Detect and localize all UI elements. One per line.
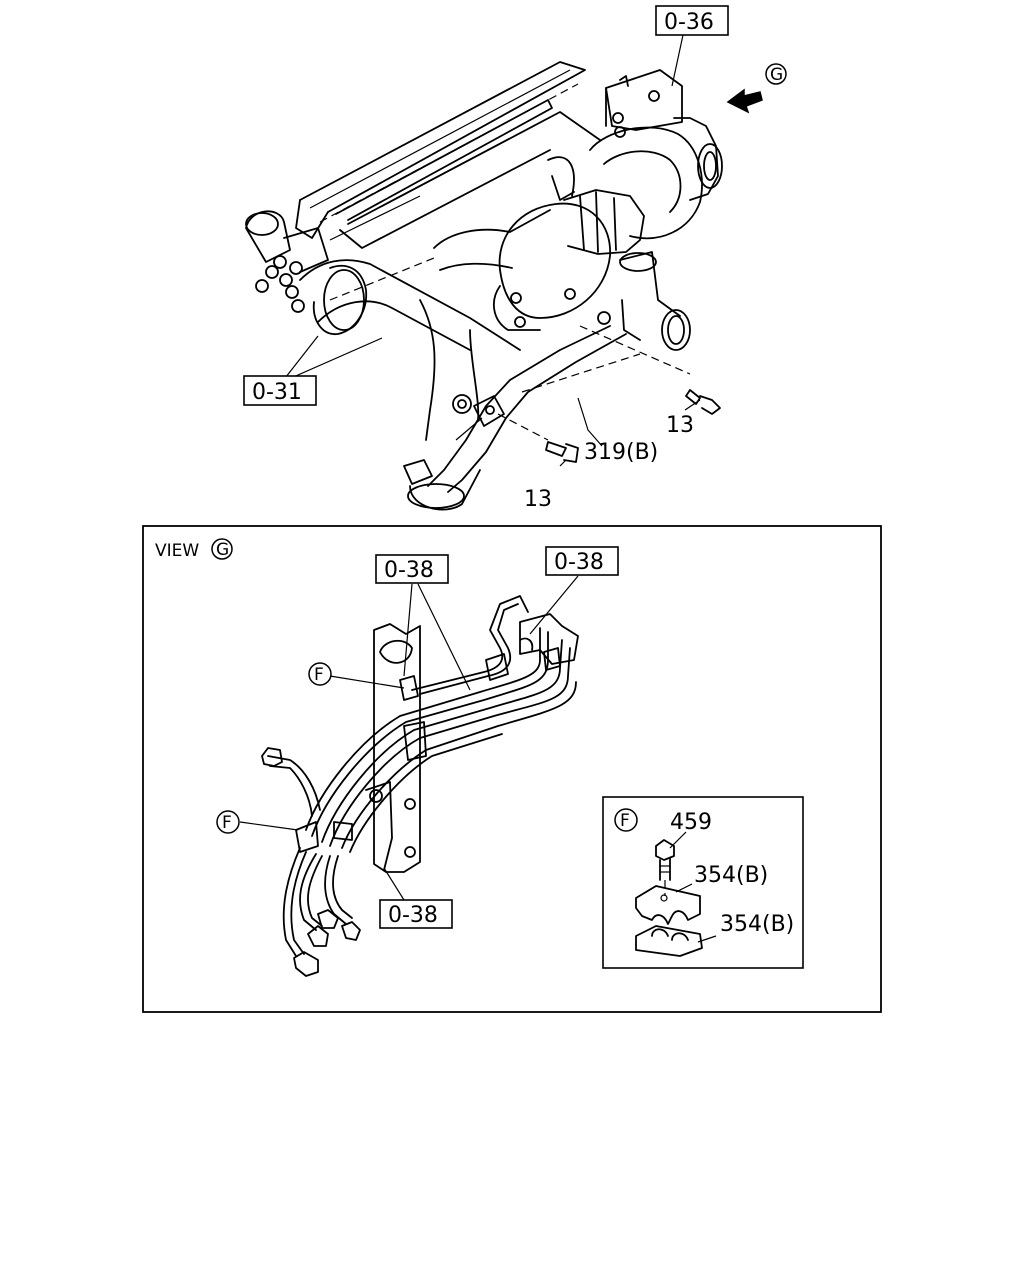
f-marker-upper: F <box>314 665 324 685</box>
bolt-13-bottom <box>545 441 579 463</box>
bolt-13-right <box>685 389 721 415</box>
fuel-pipe-assembly-drawing <box>239 575 579 977</box>
part-label-319b: 319(B) <box>584 440 658 465</box>
view-arrow-marker: G <box>770 65 783 85</box>
view-g-title: VIEW G <box>155 538 233 561</box>
ref-label-0-38-c: 0-38 <box>388 903 438 928</box>
part-label-354b-upper: 354(B) <box>694 863 768 888</box>
part-label-354b-lower: 354(B) <box>720 912 794 937</box>
ref-label-0-38-b: 0-38 <box>554 550 604 575</box>
ref-label-0-36: 0-36 <box>664 10 714 35</box>
part-label-13-bottom: 13 <box>524 487 552 512</box>
part-label-459: 459 <box>670 810 712 835</box>
view-g-frame <box>142 525 882 1013</box>
view-title-marker: G <box>216 540 229 560</box>
part-label-13-right: 13 <box>666 413 694 438</box>
f-marker-inset: F <box>620 811 630 831</box>
engine-assembly-drawing <box>245 34 723 511</box>
bolt-cluster <box>255 255 305 313</box>
f-marker-lower: F <box>222 813 232 833</box>
clamp-assembly-drawing <box>635 831 717 957</box>
view-direction-arrow: G <box>726 63 787 114</box>
view-title: VIEW <box>155 541 199 561</box>
ref-label-0-31: 0-31 <box>252 380 302 405</box>
ref-label-0-38-a: 0-38 <box>384 558 434 583</box>
